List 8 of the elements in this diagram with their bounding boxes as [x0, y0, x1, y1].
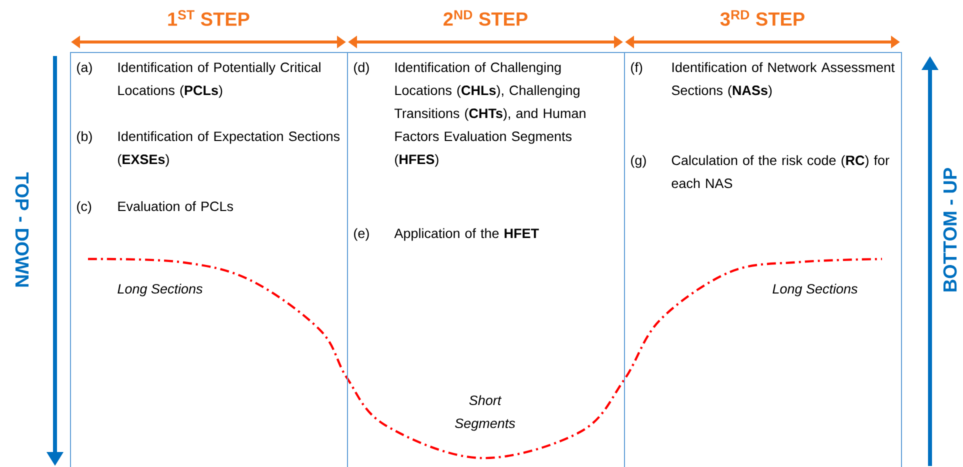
- node-label: $\mathbf{1^{ST}\ STEP}$: [168, 10, 250, 26]
- node-label: $\mathbf{2^{ND}\ STEP}$: [444, 10, 528, 26]
- direction-label: BOTTOM - UP: [943, 168, 957, 292]
- direction-label: TOP - DOWN: [15, 172, 29, 287]
- curve-label: Long Sections: [118, 284, 202, 296]
- curve-label: Long Sections: [772, 284, 858, 296]
- node-label: $\mathbf{3^{RD}\ STEP}$: [720, 10, 804, 26]
- curve-label: Short Segments: [455, 395, 516, 431]
